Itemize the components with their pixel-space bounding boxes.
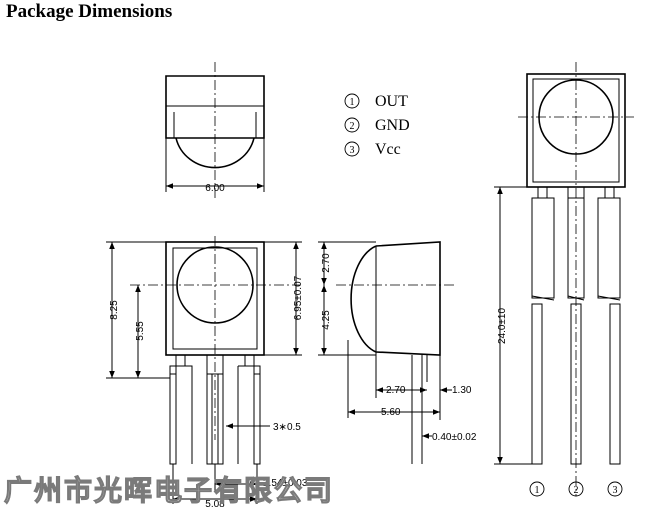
bottom-pin-3: 3: [607, 481, 623, 497]
front-view: 8.25 5.55 6.95±0.07 3∗0.5 2.54±0.03 5.08: [106, 236, 308, 510]
dim-lead-width: 3∗0.5: [273, 422, 301, 433]
dim-side-lower: 4.25: [321, 310, 332, 330]
legend-number: 3: [350, 145, 355, 156]
bottom-pin-number: 3: [613, 485, 618, 496]
right-view: 24.0±10 1 2 3: [494, 62, 634, 497]
legend-item-out: 1 OUT: [344, 93, 408, 110]
legend-number: 1: [350, 97, 355, 108]
bottom-pin-number: 2: [574, 485, 579, 496]
dim-lead-span: 5.08: [205, 499, 225, 510]
legend-label-gnd: GND: [375, 117, 410, 134]
pin-legend: 1 OUT 2 GND 3 Vcc: [344, 93, 410, 158]
legend-item-gnd: 2 GND: [344, 117, 410, 134]
legend-label-out: OUT: [375, 93, 408, 110]
bottom-pin-1: 1: [529, 481, 545, 497]
legend-item-vcc: 3 Vcc: [344, 141, 401, 158]
company-watermark: 广州市光晖电子有限公司: [4, 474, 334, 507]
dim-side-depth-a: 2.70: [386, 385, 406, 396]
dim-lead-length: 24.0±10: [497, 308, 508, 345]
dim-total-height: 8.25: [109, 300, 120, 320]
dim-top-width: 6.00: [205, 183, 225, 194]
bottom-pin-number: 1: [535, 485, 540, 496]
dim-center-height: 5.55: [135, 321, 146, 341]
legend-number: 2: [350, 121, 355, 132]
dim-pitch: 2.54±0.03: [263, 478, 308, 489]
dim-body-height: 6.95±0.07: [293, 275, 304, 320]
dim-lead-thickness: 0.40±0.02: [432, 432, 477, 443]
legend-label-vcc: Vcc: [375, 141, 401, 158]
side-view: 2.70 4.25 2.70 1.30 5.60 0.40±0.02: [318, 241, 477, 464]
bottom-pin-2: 2: [568, 481, 584, 497]
dim-side-depth-b: 1.30: [452, 385, 472, 396]
dim-side-top: 2.70: [321, 253, 332, 273]
top-view: 6.00: [165, 62, 265, 200]
page-title: Package Dimensions: [6, 1, 173, 22]
dim-side-total: 5.60: [381, 407, 401, 418]
